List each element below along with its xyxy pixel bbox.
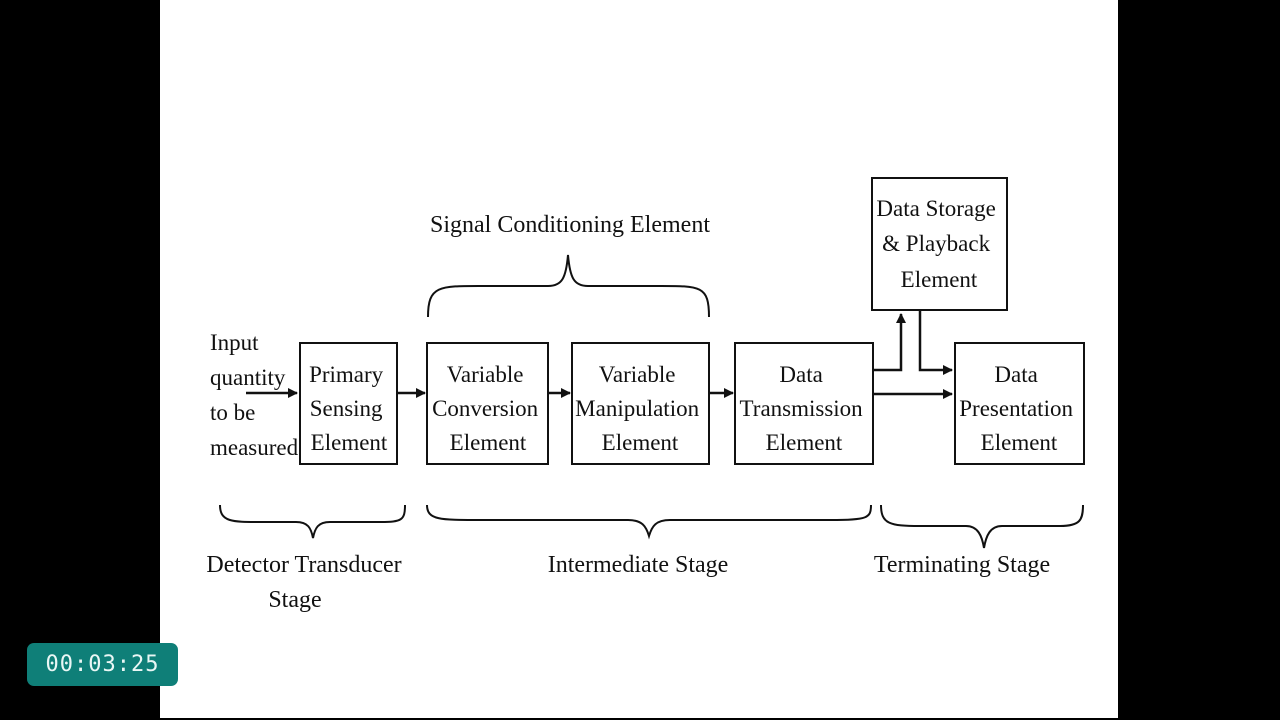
primary-sensing-block: Primary Sensing Element [299, 342, 398, 465]
terminating-brace [880, 504, 1084, 549]
signal-conditioning-brace [427, 254, 710, 318]
data-presentation-block: Data Presentation Element [954, 342, 1085, 465]
intermediate-brace [426, 504, 872, 540]
svg-text:Data Presentation: Data Presentation Element [959, 362, 1078, 455]
variable-conversion-block: Variable Conversion Element [426, 342, 549, 465]
arrow-transmission-to-storage [873, 313, 906, 372]
data-transmission-block: Data Transmission Element [734, 342, 874, 465]
intermediate-stage-label: Intermediate Stage [548, 552, 729, 578]
terminating-stage-label: Terminating Stage [874, 552, 1050, 578]
arrow-storage-to-presentation [918, 310, 953, 375]
variable-manipulation-block: Variable Manipulation Element [571, 342, 710, 465]
svg-text:Variable Manipulation: Variable Manipulation Element [575, 362, 705, 455]
video-timestamp-badge: 00:03:25 [27, 643, 178, 686]
svg-text:Variable Conversion: Variable Conversion Element [432, 362, 544, 455]
svg-text:Data Transmission: Data Transmission Element [740, 362, 869, 455]
svg-text:Data Storage & Playbac: Data Storage & Playback Element [876, 196, 1001, 292]
signal-conditioning-label: Signal Conditioning Element [430, 212, 710, 238]
input-quantity-label: Input quantity to be measured [210, 330, 299, 460]
data-storage-block: Data Storage & Playback Element [871, 177, 1008, 311]
detector-transducer-brace [219, 504, 406, 539]
detector-transducer-stage-label: Detector Transducer Stage [206, 552, 407, 613]
svg-text:Primary Sensing: Primary Sensing Element [309, 362, 389, 455]
